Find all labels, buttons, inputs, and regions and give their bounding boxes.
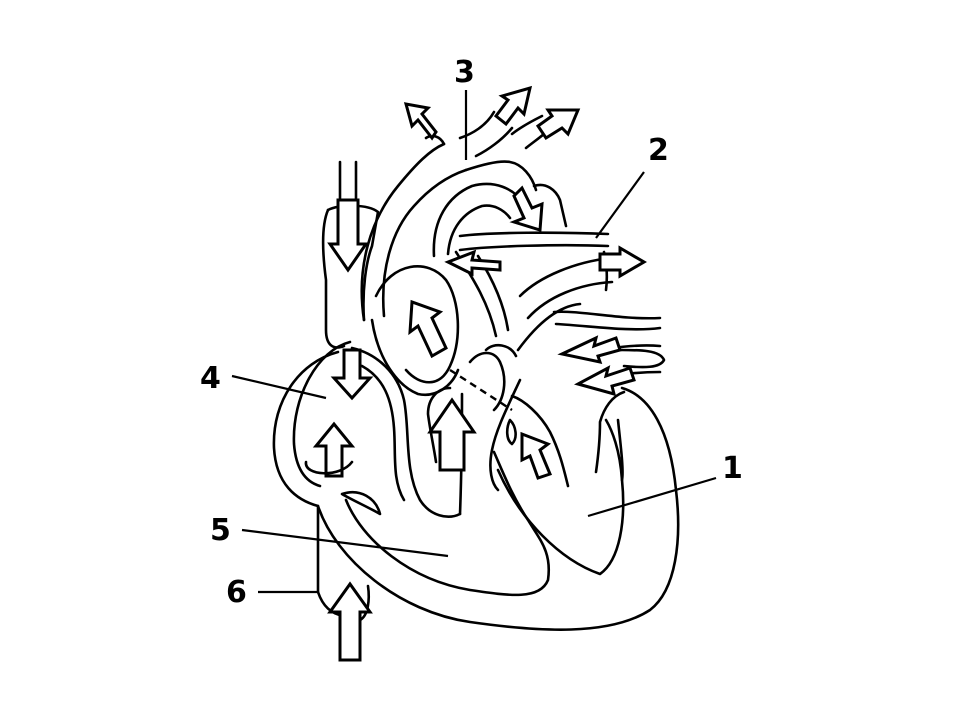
- flow-arrows: [304, 85, 647, 662]
- label-3: 3: [454, 55, 475, 90]
- arrow-aorta-left: [403, 102, 438, 141]
- arrow-pa-right: [598, 245, 647, 279]
- label-4: 4: [200, 361, 221, 396]
- label-1: 1: [722, 451, 743, 486]
- arrow-center-up: [427, 397, 477, 472]
- label-6: 6: [226, 575, 247, 610]
- label-5: 5: [210, 513, 231, 548]
- arrow-pv-upper: [557, 335, 622, 365]
- arrow-svc-down: [327, 198, 369, 273]
- arrow-pv-lower: [573, 365, 636, 397]
- arrow-pa-left: [444, 249, 502, 277]
- arrow-ivc-up: [327, 581, 373, 662]
- pulmonary-artery: [454, 231, 614, 338]
- leader-lines: [231, 90, 717, 594]
- arrow-ra-down: [330, 348, 374, 401]
- arrow-lv-down: [520, 431, 553, 480]
- septum-dashed-line: [449, 368, 513, 412]
- heart-outline: [272, 340, 680, 631]
- arrow-rv-to-pa: [408, 299, 448, 359]
- arrow-arch-down: [509, 185, 544, 232]
- arrow-aorta-right: [535, 108, 581, 141]
- arrow-aorta-mid: [493, 85, 533, 127]
- right-chambers: [340, 265, 464, 518]
- aorta: [360, 110, 568, 322]
- label-2: 2: [648, 133, 669, 168]
